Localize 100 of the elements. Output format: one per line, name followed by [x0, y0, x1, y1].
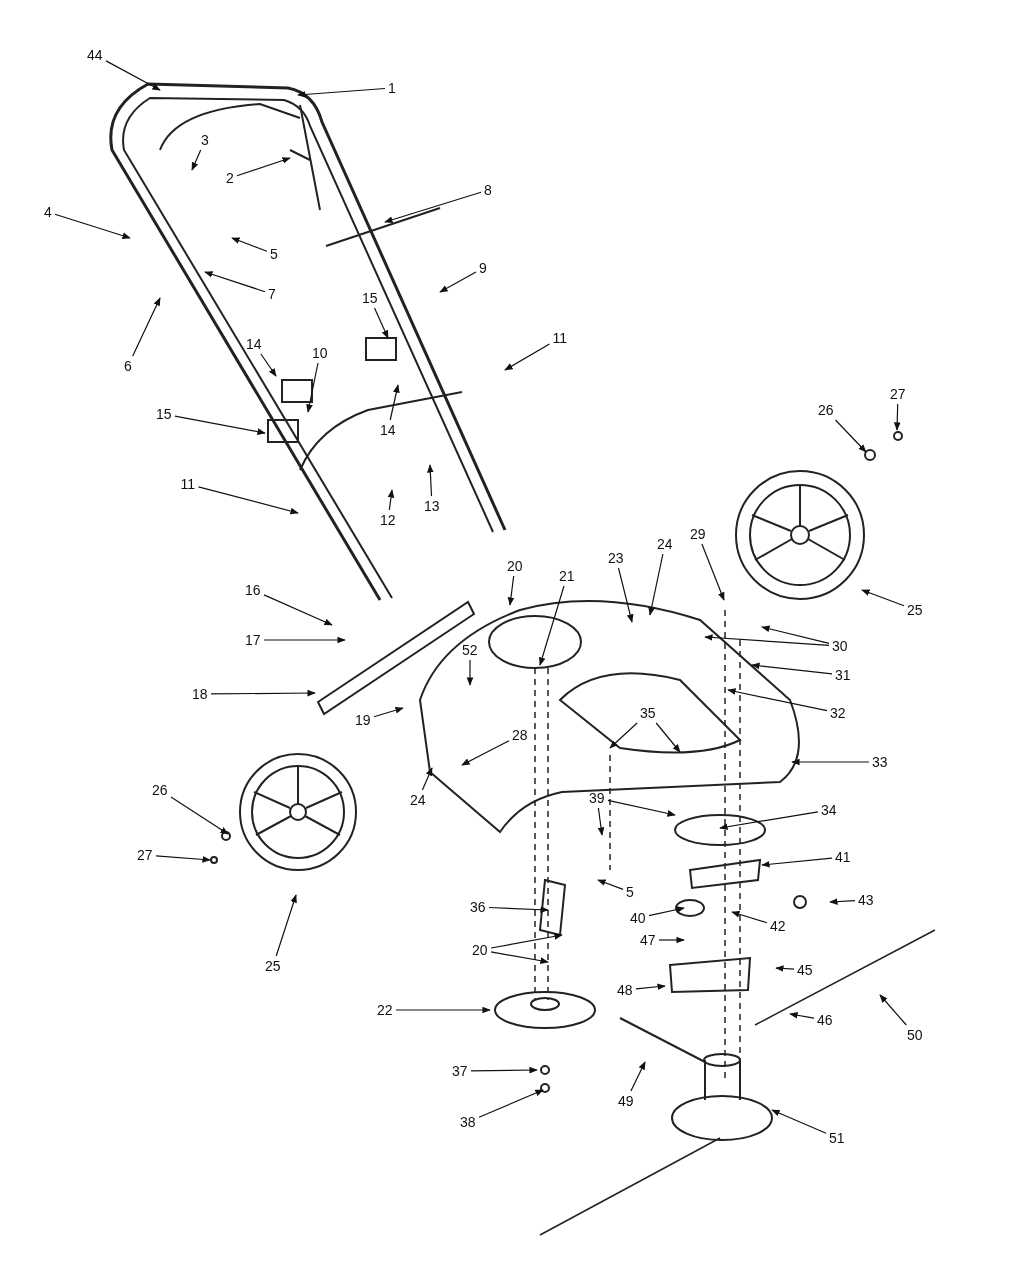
leader-line [170, 796, 229, 835]
leader-line [771, 1109, 827, 1134]
leader-line [861, 589, 905, 607]
callout-number: 25 [263, 957, 283, 975]
leader-line [54, 213, 131, 239]
leader-line [263, 636, 346, 644]
leader-line [834, 419, 867, 453]
callout-number: 50 [905, 1026, 925, 1044]
callout-number: 4 [42, 203, 54, 221]
callout-number: 28 [510, 726, 530, 744]
callout-number: 20 [505, 557, 525, 575]
leader-line [597, 807, 605, 836]
callout-number: 17 [243, 631, 263, 649]
leader-line [384, 191, 482, 223]
leader-line [373, 706, 404, 718]
leader-line [174, 415, 266, 435]
leader-line [466, 659, 474, 686]
callout-number: 42 [768, 917, 788, 935]
callout-number: 11 [550, 329, 570, 347]
leader-line [761, 857, 833, 868]
callout-number: 38 [458, 1113, 478, 1131]
leader-line [789, 1011, 815, 1019]
leader-line [204, 271, 266, 293]
leader-line [387, 489, 395, 511]
leader-line [617, 567, 634, 623]
callout-number: 27 [888, 385, 908, 403]
callout-number: 14 [244, 335, 264, 353]
leader-line [421, 767, 433, 791]
leader-line [461, 740, 510, 766]
callout-number: 32 [828, 704, 848, 722]
leader-line [490, 933, 563, 949]
callout-number: 20 [470, 941, 490, 959]
callout-number: 8 [482, 181, 494, 199]
leader-line [719, 811, 819, 831]
leader-line [132, 297, 161, 357]
leader-line [727, 688, 828, 712]
leader-line [658, 936, 685, 944]
leader-line [648, 906, 685, 917]
leader-line [635, 983, 666, 991]
callout-number: 40 [628, 909, 648, 927]
leader-line [275, 894, 297, 957]
leader-line [507, 575, 515, 606]
callout-number: 15 [154, 405, 174, 423]
callout-number: 33 [870, 753, 890, 771]
callout-number: 47 [638, 931, 658, 949]
callout-number: 44 [85, 46, 105, 64]
leader-line [470, 1066, 538, 1074]
leader-line [478, 1089, 544, 1118]
callout-number: 14 [378, 421, 398, 439]
leader-line [609, 722, 638, 749]
callout-number: 16 [243, 581, 263, 599]
callout-number: 35 [638, 704, 658, 722]
leader-line [389, 384, 400, 421]
callout-number: 24 [408, 791, 428, 809]
leader-line [731, 911, 768, 924]
leader-line [597, 879, 624, 890]
leader-line [704, 634, 830, 646]
callout-number: 41 [833, 848, 853, 866]
callout-number: 6 [122, 357, 134, 375]
leader-line [105, 60, 161, 91]
leader-line [439, 271, 477, 293]
callout-number: 13 [422, 497, 442, 515]
leader-line [751, 662, 833, 675]
callout-number: 9 [477, 259, 489, 277]
callout-number: 27 [135, 846, 155, 864]
leader-line [490, 951, 549, 964]
leader-line [791, 758, 870, 766]
leader-line [761, 625, 830, 644]
callout-number: 15 [360, 289, 380, 307]
callout-number: 31 [833, 666, 853, 684]
callout-number: 10 [310, 344, 330, 362]
callout-number: 51 [827, 1129, 847, 1147]
leader-line [427, 464, 434, 497]
leader-line [210, 689, 316, 697]
callout-number: 39 [587, 789, 607, 807]
callout-number: 5 [624, 883, 636, 901]
leader-line [191, 149, 202, 171]
leader-line [630, 1061, 646, 1092]
callout-number: 2 [224, 169, 236, 187]
callout-number: 24 [655, 535, 675, 553]
leader-line [306, 362, 319, 413]
leader-line [155, 855, 211, 863]
callout-number: 7 [266, 285, 278, 303]
callout-number: 26 [150, 781, 170, 799]
callout-number: 5 [268, 245, 280, 263]
leader-line [655, 722, 681, 753]
callout-number: 23 [606, 549, 626, 567]
leader-line [260, 353, 277, 377]
leader-line [373, 307, 389, 339]
callout-number: 11 [178, 475, 198, 493]
leader-line [236, 157, 291, 177]
callout-number: 46 [815, 1011, 835, 1029]
leader-line [263, 594, 333, 626]
leader-line [648, 553, 664, 616]
callout-number: 52 [460, 641, 480, 659]
callout-number: 49 [616, 1092, 636, 1110]
callout-number: 26 [816, 401, 836, 419]
leader-line [488, 906, 549, 914]
callout-number: 1 [386, 79, 398, 97]
callout-number: 19 [353, 711, 373, 729]
